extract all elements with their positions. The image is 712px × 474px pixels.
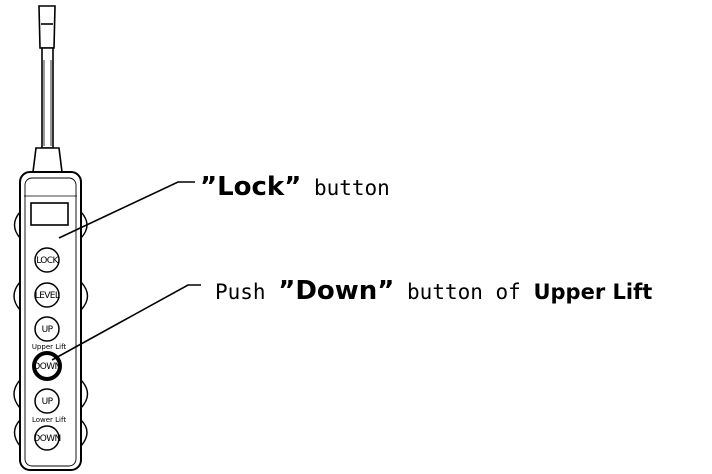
callout-leaders <box>51 181 201 361</box>
button-up-upper-lift[interactable]: UP <box>34 316 60 342</box>
pendant-label-window <box>30 202 69 226</box>
pendant-side-grips <box>13 211 89 447</box>
lock-leader-line <box>58 181 195 239</box>
down-callout-target: Upper Lift <box>533 280 653 304</box>
lock-callout-name: Lock <box>217 172 285 202</box>
button-up-lower-lift[interactable]: UP <box>34 388 60 414</box>
pendant-cable <box>32 5 63 173</box>
button-up-lower-lift-label: UP <box>42 397 54 407</box>
lock-callout: ”Lock” button <box>200 174 390 201</box>
down-quote-close: ” <box>377 276 395 306</box>
lock-callout-suffix: button <box>301 176 390 200</box>
button-lock-label: LOCK <box>36 256 59 266</box>
button-down-lower-lift[interactable]: DOWN <box>33 425 61 451</box>
down-callout-prefix: Push <box>215 280 279 304</box>
down-quote-open: ” <box>278 276 296 306</box>
button-level-label: LEVEL <box>35 291 60 301</box>
upper-lift-group-label: Upper Lift <box>32 343 67 351</box>
lock-quote-open: ” <box>200 172 218 202</box>
lock-quote-close: ” <box>284 172 302 202</box>
down-callout-middle: button of <box>394 280 534 304</box>
down-callout-name: Down <box>295 276 378 306</box>
button-level[interactable]: LEVEL <box>34 282 60 308</box>
lower-lift-group-label: Lower Lift <box>32 416 66 424</box>
down-leader-line <box>51 284 201 361</box>
down-callout: Push ”Down” button of Upper Lift <box>215 278 652 305</box>
button-lock[interactable]: LOCK <box>34 247 60 273</box>
button-down-lower-lift-label: DOWN <box>33 434 60 444</box>
button-up-upper-lift-label: UP <box>42 325 54 335</box>
button-down-upper-lift-label: DOWN <box>33 362 60 372</box>
